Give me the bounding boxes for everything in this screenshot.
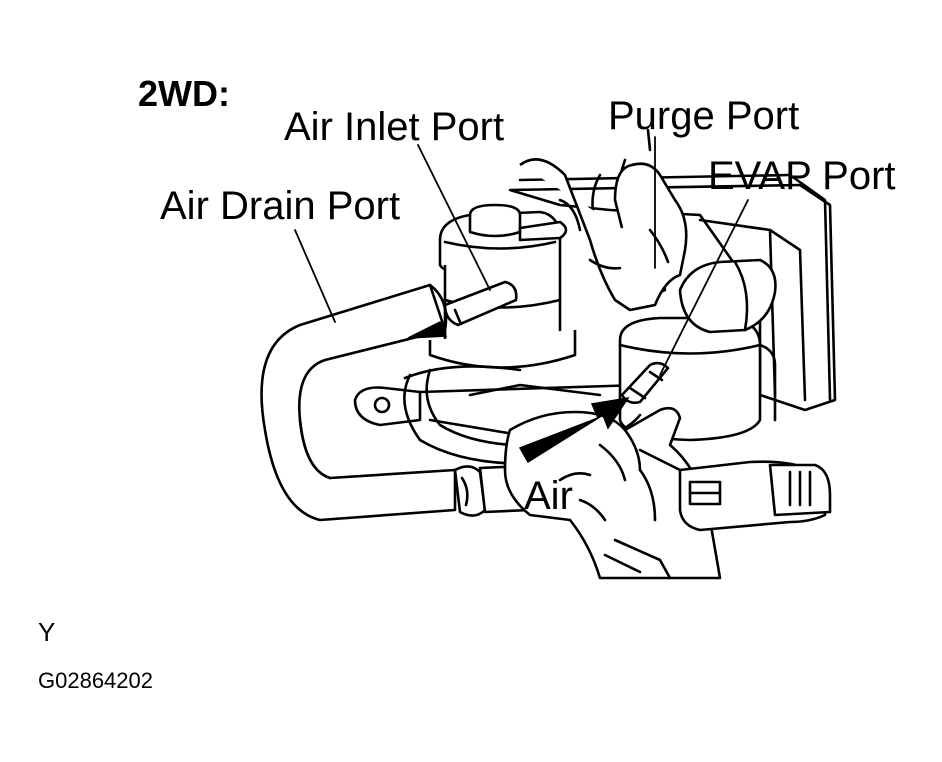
air-drain-arrow-head	[407, 320, 448, 339]
electrical-connector	[603, 448, 832, 580]
left-valve	[428, 203, 577, 369]
air-drain-port-label: Air Drain Port	[160, 184, 400, 228]
diagram-heading: 2WD:	[138, 73, 230, 114]
air-drain-arrow	[407, 320, 448, 339]
figure-id: G02864202	[38, 668, 153, 693]
air-label: Air	[524, 474, 573, 518]
code-letter: Y	[38, 617, 55, 647]
evap-leader	[659, 199, 749, 376]
upper-hand	[519, 158, 688, 312]
evap-port-label: EVAP Port	[708, 154, 896, 198]
air-inlet-leader	[417, 144, 491, 291]
leader-lines	[294, 136, 749, 376]
purge-port-label: Purge Port	[608, 94, 799, 138]
air-inlet-port-label: Air Inlet Port	[284, 105, 504, 149]
air-flow-arrow	[518, 396, 630, 464]
air-drain-leader	[294, 229, 336, 323]
air-arrow-head	[518, 396, 630, 464]
